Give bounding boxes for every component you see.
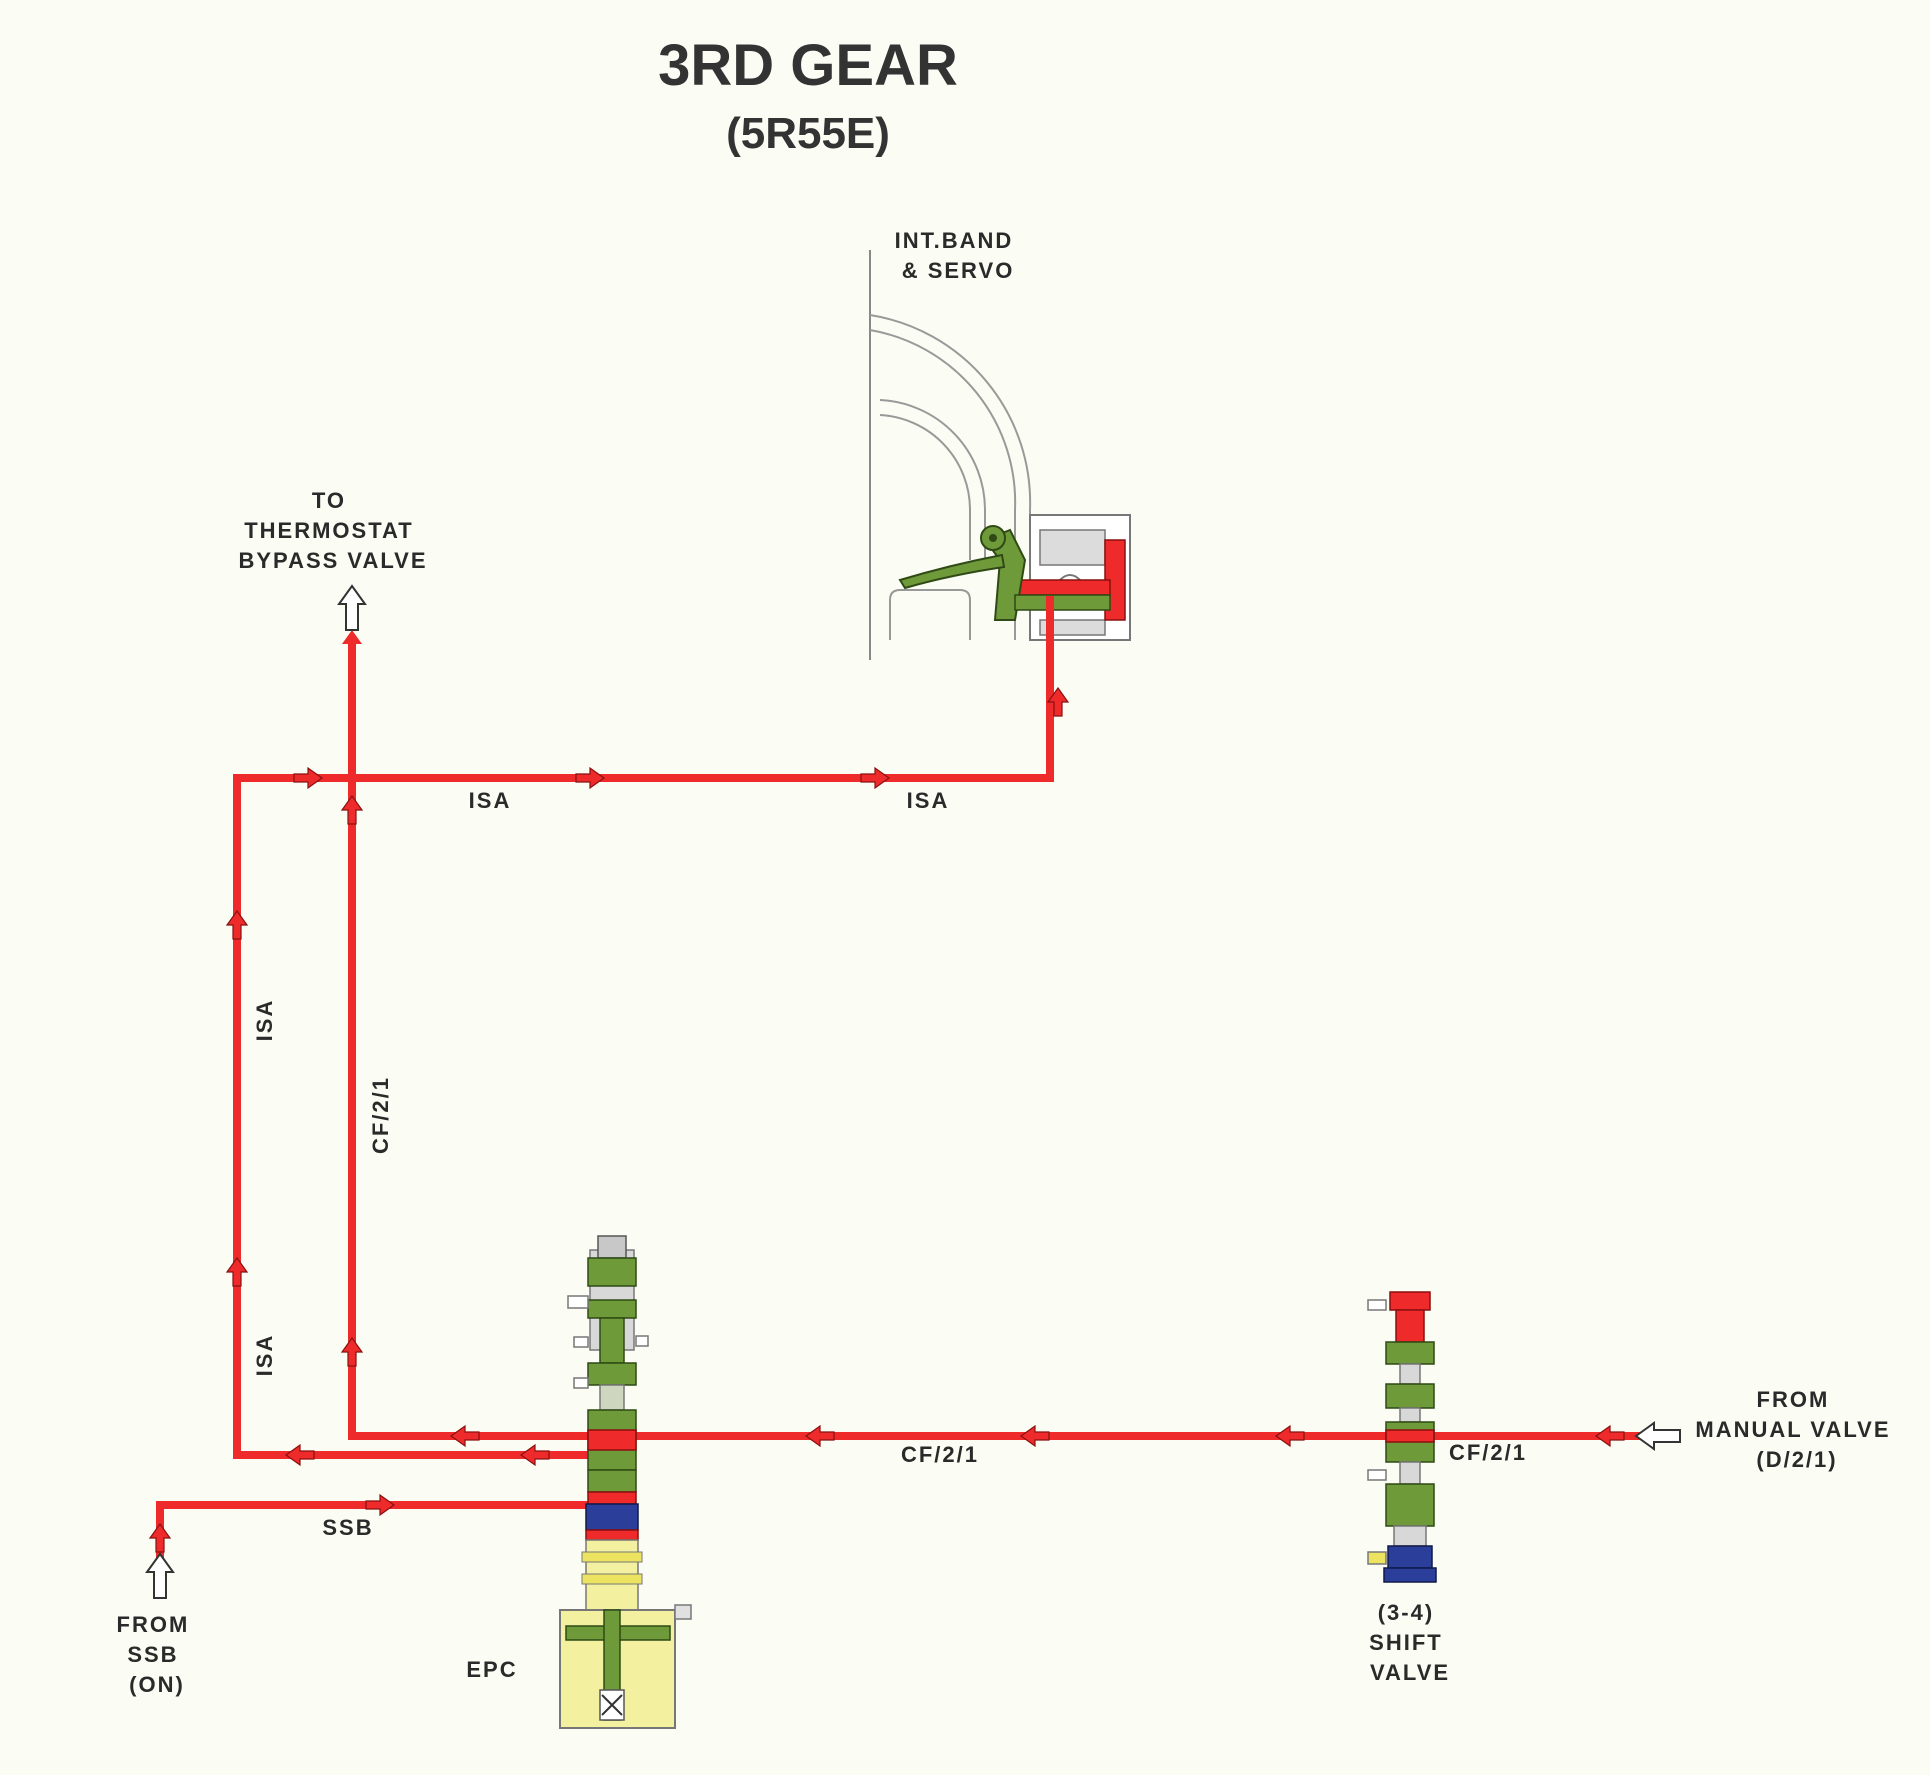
flow-arrow-left [284, 1443, 315, 1467]
open-arrow-up-icon [145, 1552, 175, 1599]
cf21-label: CF/2/1 [1449, 1440, 1527, 1465]
flow-arrow-left [1594, 1424, 1625, 1448]
flow-arrow-up [340, 794, 364, 825]
isa-circuit-line [233, 596, 1054, 1459]
flow-arrow-right [365, 1493, 396, 1517]
isa-vertical-label: ISA [252, 1334, 277, 1377]
open-arrow-left-icon [1634, 1421, 1681, 1451]
cf21-label: CF/2/1 [901, 1442, 979, 1467]
isa-label: ISA [469, 788, 512, 813]
flow-arrow-up [340, 1336, 364, 1367]
flow-arrow-left [449, 1424, 480, 1448]
flow-arrow-left [1274, 1424, 1305, 1448]
flow-arrow-up [148, 1522, 172, 1553]
to-thermostat-label: TO THERMOSTAT BYPASS VALVE [238, 488, 427, 573]
cf21-vertical-label: CF/2/1 [368, 1076, 393, 1154]
ssb-circuit-line [156, 1501, 592, 1594]
shift-valve-3-4 [1367, 1291, 1437, 1583]
diagram-title: 3RD GEAR [658, 33, 958, 98]
cf21-circuit-line [348, 636, 1644, 1440]
flow-arrow-left [519, 1443, 550, 1467]
flow-arrow-up [225, 909, 249, 940]
from-ssb-label: FROM SSB (ON) [117, 1612, 198, 1697]
from-manual-valve-label: FROM MANUAL VALVE (D/2/1) [1695, 1387, 1898, 1472]
flow-arrows [148, 686, 1625, 1553]
epc-label: EPC [466, 1657, 517, 1682]
diagram-subtitle: (5R55E) [726, 109, 890, 158]
isa-label: ISA [907, 788, 950, 813]
external-connection-arrows [145, 584, 1681, 1599]
open-arrow-up-icon [337, 584, 367, 631]
flow-arrow-left [1019, 1424, 1050, 1448]
shift-valve-label: (3-4) SHIFT VALVE [1369, 1600, 1451, 1685]
flow-arrow-right [860, 766, 891, 790]
isa-vertical-label: ISA [252, 999, 277, 1042]
int-band-servo [869, 250, 1131, 660]
ssb-label: SSB [322, 1515, 373, 1540]
flow-arrow-up [225, 1256, 249, 1287]
flow-arrow-right [575, 766, 606, 790]
flow-arrow-up [1046, 686, 1070, 717]
epc-valve [559, 1235, 692, 1729]
flow-arrow-left [804, 1424, 835, 1448]
int-band-label: INT.BAND & SERVO [895, 228, 1022, 283]
flow-arrow-right [293, 766, 324, 790]
